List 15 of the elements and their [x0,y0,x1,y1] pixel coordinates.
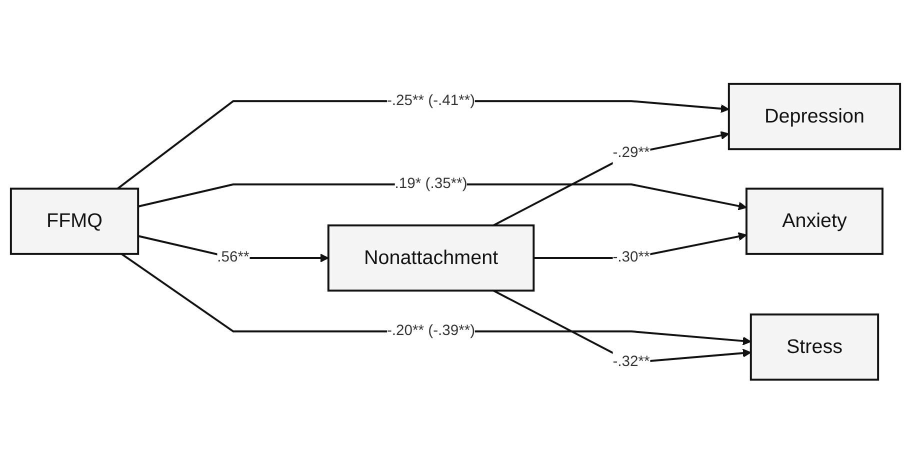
node-box: Anxiety [746,188,884,256]
arrow [493,131,730,226]
arrow [120,253,752,346]
edge-label: -.25** (-.41**) [386,92,476,109]
edge-label: -.29** [612,144,650,162]
edge-label: -.20** (-.39**) [386,322,476,340]
arrow [116,100,730,190]
node-box: FFMQ [10,188,140,256]
edge-label: -.32** [612,354,650,370]
edge-label: .19* (.35**) [394,175,468,192]
edge-label: .56** [217,249,250,266]
node-box: Nonattachment [327,224,535,292]
edge-label: -.30** [612,249,650,266]
node-box: Depression [728,83,902,150]
node-box: Stress [750,314,880,381]
